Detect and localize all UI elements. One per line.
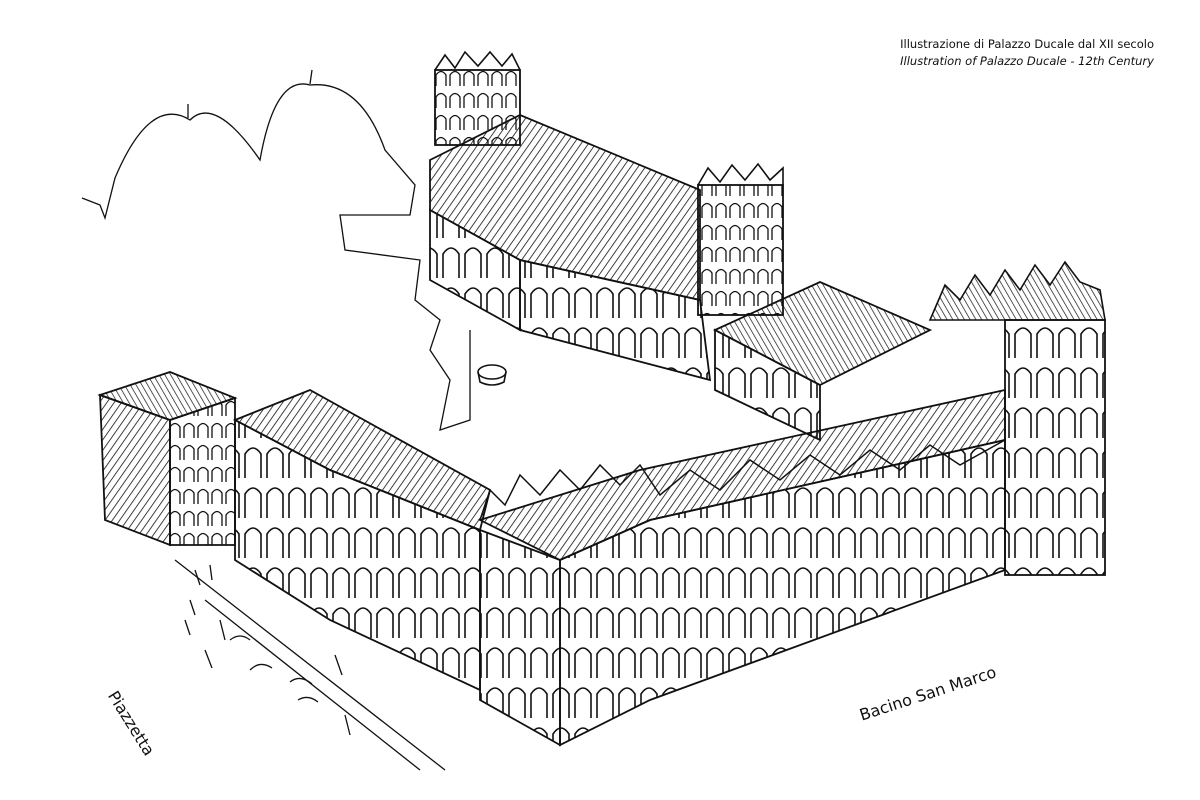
north-east-tower bbox=[697, 162, 784, 316]
south-east-tower bbox=[928, 260, 1106, 576]
courtyard-well bbox=[477, 364, 507, 386]
domes-outline bbox=[81, 69, 471, 431]
south-west-tower bbox=[97, 371, 238, 547]
piazzetta-quay bbox=[174, 559, 446, 771]
caption-italian: Illustrazione di Palazzo Ducale dal XII … bbox=[900, 37, 1154, 51]
north-wing bbox=[429, 114, 712, 382]
north-west-tower bbox=[434, 50, 521, 146]
south-wing bbox=[477, 388, 1006, 747]
west-wing bbox=[232, 389, 492, 692]
caption-block: Illustrazione di Palazzo Ducale dal XII … bbox=[900, 36, 1154, 70]
caption-english: Illustration of Palazzo Ducale - 12th Ce… bbox=[900, 54, 1154, 68]
